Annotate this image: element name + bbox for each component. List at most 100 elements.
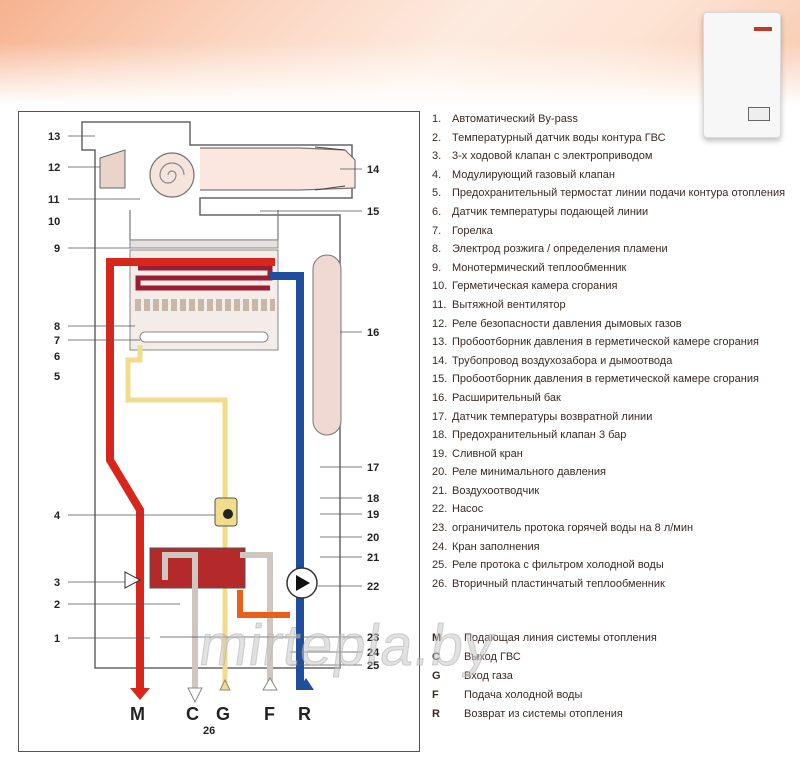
legend-number: 2. [432, 131, 442, 144]
hood-plate [129, 239, 279, 249]
outlet-g: G [216, 704, 230, 724]
outlet-c: C [186, 704, 199, 724]
legend-text: Реле минимального давления [452, 466, 606, 479]
boiler-photo [703, 12, 781, 138]
label-24: 24 [367, 647, 380, 659]
cold-in-arrow [262, 677, 278, 691]
connection-key: M [432, 632, 442, 644]
pump-symbol [296, 575, 310, 591]
legend-number: 14. [432, 354, 448, 367]
fan-housing [149, 152, 195, 198]
legend-item: 7. Горелка [432, 222, 790, 241]
legend-number: 20. [432, 466, 448, 479]
legend-item: 20. Реле минимального давления [432, 463, 790, 482]
gas-pipe [125, 345, 228, 690]
header-banner [0, 0, 800, 105]
legend-item: 9.Монотермический теплообменник [432, 259, 790, 278]
legend-text: Модулирующий газовый клапан [452, 168, 615, 181]
legend-number: 16. [432, 391, 448, 404]
legend-item: 24. Кран заполнения [432, 538, 790, 557]
label-9: 9 [54, 243, 60, 255]
connection-item: M Подающая линия системы отопления [432, 629, 790, 648]
legend-number: 15. [432, 373, 448, 386]
boiler-brand-mark [754, 27, 772, 31]
dhw-pipe [162, 552, 198, 690]
connection-key: F [432, 689, 439, 701]
connection-key: C [432, 651, 440, 663]
dhw-out-arrow [187, 687, 203, 704]
legend-text: ограничитель протока горячей воды на 8 л… [452, 522, 694, 535]
bypass-pipe [237, 590, 290, 618]
label-15: 15 [367, 206, 379, 218]
legend-text: Датчик температуры подающей линии [452, 205, 649, 218]
legend-number: 5. [432, 187, 442, 200]
legend-item: 17. Датчик температуры возвратной линии [432, 408, 790, 427]
legend-number: 26. [432, 577, 448, 590]
label-11: 11 [48, 194, 60, 206]
label-21: 21 [367, 552, 379, 564]
three-way-valve [124, 571, 142, 589]
legend-number: 11. [432, 298, 447, 311]
connection-key: R [432, 708, 440, 720]
legend-item: 11. Вытяжной вентилятор [432, 296, 790, 315]
connection-text: Вход газа [464, 670, 513, 682]
legend-text: Вытяжной вентилятор [452, 298, 566, 311]
label-23: 23 [367, 632, 379, 644]
legend-item: 25.Реле протока с фильтром холодной воды [432, 556, 790, 575]
legend-text: Горелка [452, 224, 493, 237]
legend-item: 2. Температурный датчик воды контура ГВС [432, 129, 790, 148]
legend-text: Датчик температуры возвратной линии [452, 410, 653, 423]
connection-text: Подача холодной воды [464, 689, 583, 701]
label-5: 5 [54, 371, 60, 383]
legend-text: Сливной кран [452, 447, 523, 460]
connection-text: Выход ГВС [464, 651, 521, 663]
legend-item: 5. Предохранительный термостат линии пода… [432, 184, 790, 203]
connection-text: Подающая линия системы отопления [464, 632, 657, 644]
outlet-m: M [130, 704, 145, 724]
label-1: 1 [54, 633, 60, 645]
legend-number: 21. [432, 484, 448, 497]
legend-number: 12. [432, 317, 448, 330]
legend-text: Вторичный пластинчатый теплообменник [452, 577, 665, 590]
legend-text: Предохранительный термостат линии подачи… [452, 187, 786, 200]
combustion-chamber-outline [81, 121, 353, 669]
legend-item: 18.Предохранительный клапан 3 бар [432, 426, 790, 445]
label-25: 25 [367, 660, 379, 672]
supply-pipe [106, 258, 275, 690]
legend-number: 22. [432, 503, 448, 516]
legend-item: 3.3-х ходовой клапан с электроприводом [432, 147, 790, 166]
label-22: 22 [367, 581, 379, 593]
outlet-r: R [298, 704, 311, 724]
legend-number: 3. [432, 150, 442, 163]
legend-number: 25. [432, 559, 448, 572]
gas-in-arrow [219, 678, 231, 691]
legend-item: 14.Трубопровод воздухозабора и дымоотвод… [432, 352, 790, 371]
legend-item: 26. Вторичный пластинчатый теплообменник [432, 575, 790, 594]
supply-arrow [130, 688, 150, 700]
legend-text: Насос [452, 503, 484, 516]
cold-water-pipe [240, 552, 273, 690]
return-pipe [270, 272, 304, 690]
diagram-frame [18, 111, 420, 752]
flue-arrows [314, 146, 346, 191]
gas-valve-coil [223, 509, 233, 519]
label-26: 26 [203, 725, 215, 737]
legend-text: Температурный датчик воды контура ГВС [452, 131, 666, 144]
legend-text: Пробоотборник давления в герметической к… [452, 336, 759, 349]
legend-number: 9. [432, 261, 442, 274]
label-3: 3 [54, 577, 60, 589]
legend-item: 21.Воздухоотводчик [432, 482, 790, 501]
boiler-display [748, 107, 770, 121]
label-12: 12 [48, 162, 60, 174]
legend-number: 7. [432, 224, 442, 237]
legend-number: 17. [432, 410, 448, 423]
legend-item: 4.Модулирующий газовый клапан [432, 166, 790, 185]
legend-text: Кран заполнения [452, 540, 540, 553]
outlet-f: F [264, 704, 275, 724]
legend-number: 24. [432, 540, 448, 553]
legend-number: 10. [432, 280, 448, 293]
